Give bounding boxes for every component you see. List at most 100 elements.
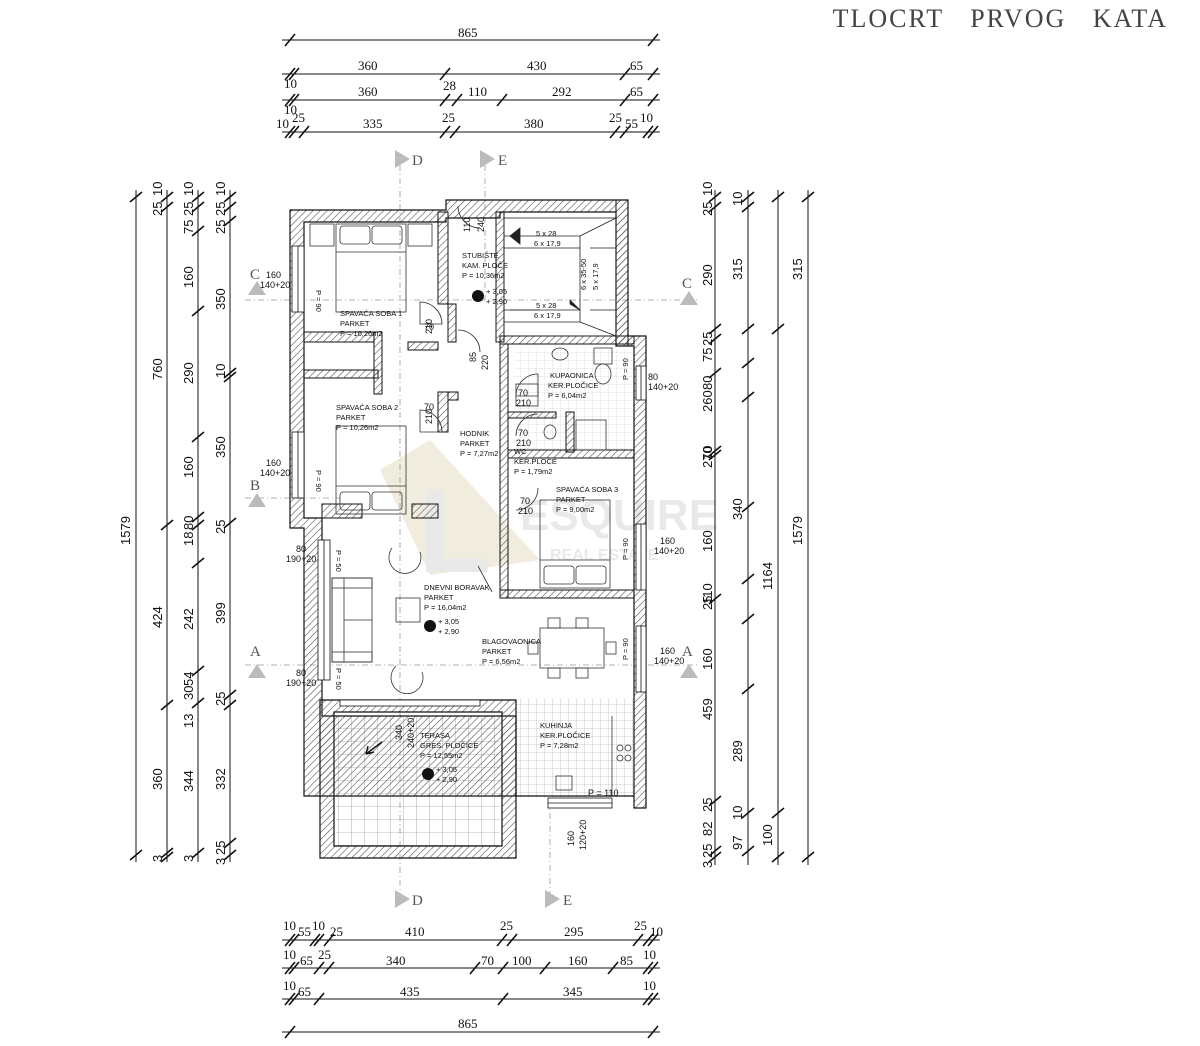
sofa bbox=[331, 577, 373, 663]
dim-label: 25 bbox=[213, 841, 228, 855]
room-name: WC bbox=[514, 447, 527, 456]
section-label: B bbox=[250, 478, 260, 494]
furniture bbox=[309, 205, 632, 796]
dim-label: 10 bbox=[283, 918, 296, 933]
room-spavaca-soba-3: SPAVAĆA SOBA 3 PARKET P = 9,00m2 bbox=[556, 485, 618, 514]
room-name: KUPAONICA bbox=[550, 371, 594, 380]
dim-label: 54 bbox=[181, 672, 196, 686]
opening-label: 140+20 bbox=[654, 546, 684, 556]
top-dimension-labels: 865 10 360 430 65 10 360 28 110 292 65 1… bbox=[276, 25, 653, 131]
opening-label: 160 bbox=[566, 831, 576, 846]
opening-labels: 160 140+20 P = 90 160 140+20 P = 90 80 1… bbox=[260, 217, 684, 850]
dim-label: 292 bbox=[552, 84, 572, 99]
section-label: A bbox=[682, 644, 693, 660]
opening-label: 80 bbox=[296, 544, 306, 554]
room-floor: KER.PLOČICE bbox=[548, 381, 598, 390]
dim-label: 25 bbox=[700, 596, 715, 610]
opening-label: P = 90 bbox=[314, 290, 323, 312]
opening-label: 70 bbox=[518, 428, 528, 438]
opening-label: 160 bbox=[660, 646, 675, 656]
dim-label: 260 bbox=[700, 390, 715, 412]
dim-label: 865 bbox=[458, 25, 478, 40]
dim-label: 80 bbox=[181, 516, 196, 530]
room-name: SPAVAĆA SOBA 1 bbox=[340, 309, 402, 318]
room-area: P = 7,28m2 bbox=[540, 741, 578, 750]
bottom-dimensions bbox=[282, 933, 660, 1039]
dim-label: 380 bbox=[524, 116, 544, 131]
room-hodnik: HODNIK PARKET P = 7,27m2 bbox=[460, 429, 498, 458]
room-area: P = 6,04m2 bbox=[548, 391, 586, 400]
dim-label: 160 bbox=[181, 266, 196, 288]
kitchen-counter bbox=[555, 716, 632, 796]
section-label: E bbox=[498, 153, 507, 169]
opening-label: 140+20 bbox=[648, 382, 678, 392]
dim-label: 65 bbox=[630, 58, 643, 73]
dim-label: 25 bbox=[500, 918, 513, 933]
bed-2 bbox=[335, 425, 407, 515]
dim-label: 25 bbox=[700, 202, 715, 216]
dim-label: 10 bbox=[284, 76, 297, 91]
dim-label: 28 bbox=[443, 78, 456, 93]
room-floor: PARKET bbox=[482, 647, 512, 656]
walls bbox=[289, 199, 647, 859]
dim-label: 65 bbox=[298, 984, 311, 999]
dim-label: 3 bbox=[181, 855, 196, 862]
dim-label: 10 bbox=[283, 947, 296, 962]
room-dnevni-boravak: DNEVNI BORAVAK PARKET P = 16,04m2 bbox=[424, 583, 490, 612]
dim-label: 10 bbox=[643, 947, 656, 962]
section-label: D bbox=[412, 893, 423, 909]
opening-label: 210 bbox=[518, 506, 533, 516]
dim-label: 10 bbox=[700, 446, 715, 460]
dim-label: 110 bbox=[700, 583, 715, 604]
opening-label: 190+20 bbox=[286, 678, 316, 688]
dim-label: 424 bbox=[150, 606, 165, 628]
dim-label: 25 bbox=[634, 918, 647, 933]
dim-label: 410 bbox=[405, 924, 425, 939]
dim-label: 289 bbox=[730, 740, 745, 762]
dim-label: 10 bbox=[312, 918, 325, 933]
dim-label: 110 bbox=[468, 84, 487, 99]
dim-label: 242 bbox=[181, 608, 196, 630]
section-marker-a-right: A bbox=[680, 644, 698, 678]
dim-label: 344 bbox=[181, 770, 196, 792]
opening-label: 140+20 bbox=[260, 468, 290, 478]
dim-label: 290 bbox=[700, 264, 715, 286]
section-marker-b-left: B bbox=[248, 478, 266, 507]
door-swings bbox=[419, 205, 539, 593]
dim-label: 295 bbox=[564, 924, 584, 939]
dim-label: 25 bbox=[213, 520, 228, 534]
watermark-letter: L bbox=[418, 464, 491, 598]
dim-label: 100 bbox=[512, 953, 532, 968]
armchair bbox=[388, 547, 422, 574]
dim-label: 85 bbox=[620, 953, 633, 968]
dim-label: 345 bbox=[563, 984, 583, 999]
level-label: + 3,05 bbox=[486, 287, 507, 296]
stair-label: 6 x 17,9 bbox=[534, 311, 561, 320]
dim-label: 25 bbox=[609, 110, 622, 125]
bed-3 bbox=[539, 499, 611, 589]
room-name: TERASA bbox=[420, 731, 450, 740]
room-name: DNEVNI BORAVAK bbox=[424, 583, 490, 592]
room-area: P = 9,00m2 bbox=[556, 505, 594, 514]
room-floor: PARKET bbox=[556, 495, 586, 504]
opening-label: 70 bbox=[520, 496, 530, 506]
section-label: C bbox=[250, 267, 260, 283]
room-spavaca-soba-2: SPAVAĆA SOBA 2 PARKET P = 10,26m2 bbox=[336, 403, 398, 432]
dim-label: 332 bbox=[213, 768, 228, 790]
dim-label: 80 bbox=[700, 376, 715, 390]
section-marker-c-left: C bbox=[248, 267, 266, 295]
section-marker-c-right: C bbox=[680, 276, 698, 305]
dim-label: 30 bbox=[181, 686, 196, 700]
dim-label: 340 bbox=[386, 953, 406, 968]
stair-label: 5 x 28 bbox=[536, 229, 556, 238]
dim-label: 25 bbox=[213, 202, 228, 216]
left-dimension-labels: 1579 25 10 760 424 360 3 25 10 75 160 29… bbox=[118, 182, 228, 865]
opening-label: 160 bbox=[660, 536, 675, 546]
room-area: P = 10,26m2 bbox=[340, 329, 383, 338]
room-terasa: TERASA GRES. PLOČICE P = 12,55m2 bbox=[420, 731, 478, 760]
dim-label: 25 bbox=[700, 798, 715, 812]
room-name: BLAGOVAONICA bbox=[482, 637, 541, 646]
section-marker-d-bottom: D bbox=[395, 890, 423, 909]
dim-label: 55 bbox=[298, 924, 311, 939]
room-spavaca-soba-1: SPAVAĆA SOBA 1 PARKET P = 10,26m2 bbox=[340, 309, 402, 338]
